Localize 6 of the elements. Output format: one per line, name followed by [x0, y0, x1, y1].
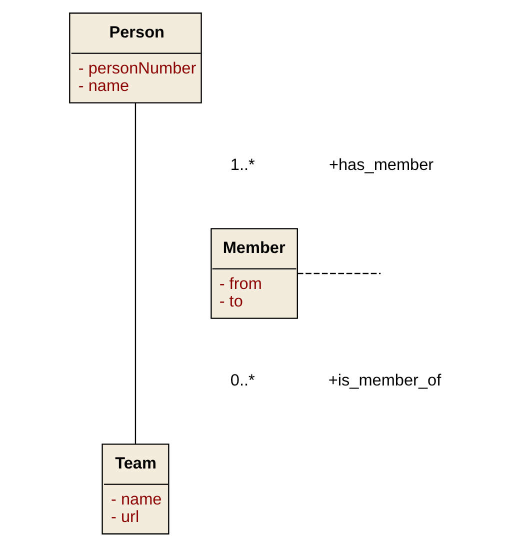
label: +has_member — [328, 156, 434, 174]
connector — [134, 103, 136, 444]
connector — [296, 272, 380, 274]
label: 1..* — [230, 156, 254, 174]
label: +is_member_of — [328, 372, 441, 390]
label: 0..* — [230, 372, 254, 390]
